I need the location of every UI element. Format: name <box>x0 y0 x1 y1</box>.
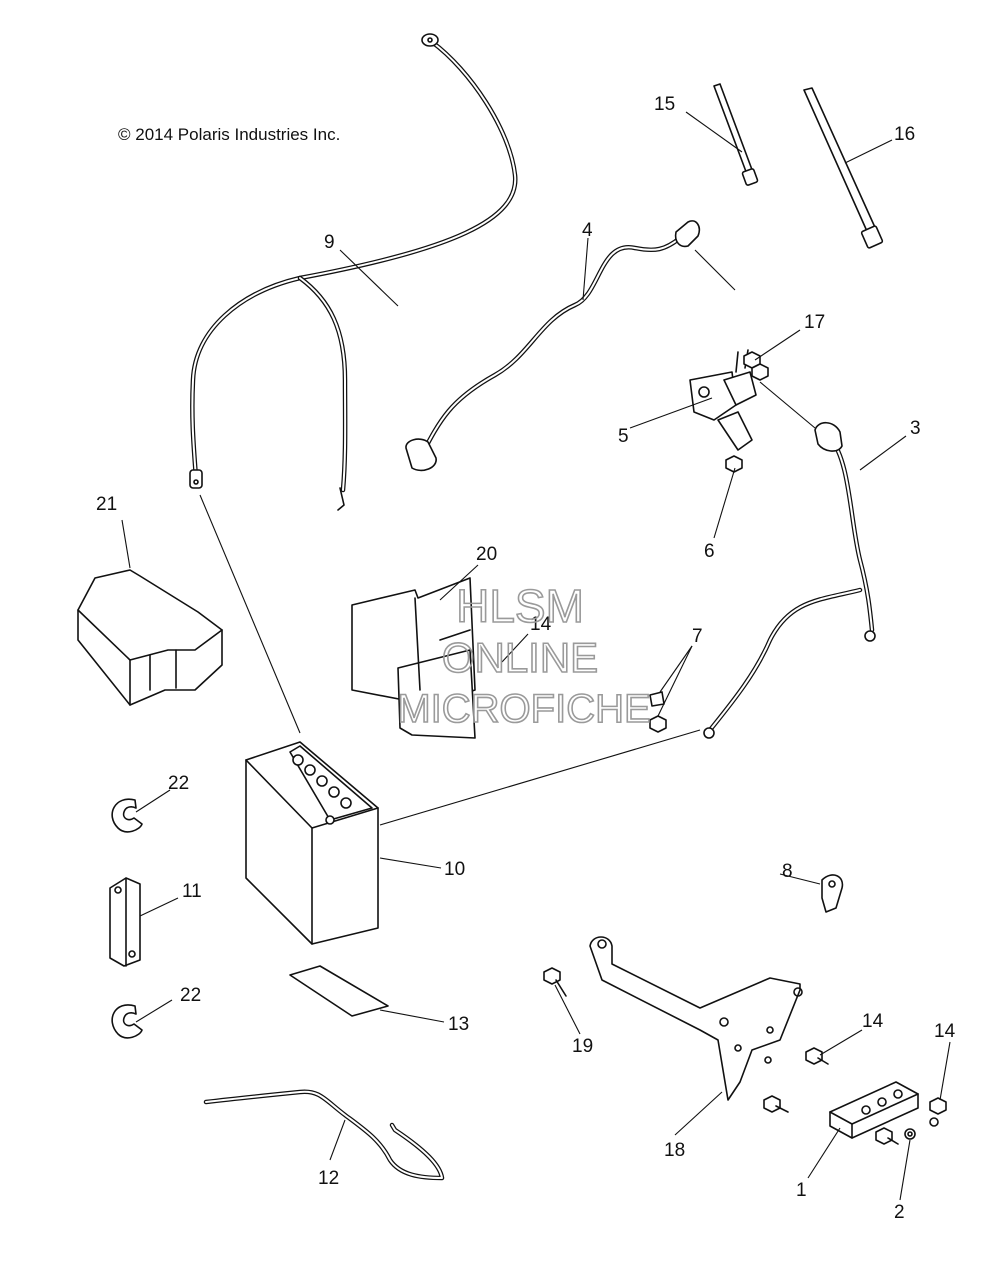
part-14-screw-c <box>929 1097 947 1127</box>
part-2-washer <box>904 1128 916 1140</box>
part-3-cable <box>703 421 876 739</box>
callout-14-mid: 14 <box>862 1011 884 1032</box>
part-20-shield <box>351 577 476 739</box>
part-14-screw-b <box>763 1095 789 1113</box>
copyright-text: © 2014 Polaris Industries Inc. <box>118 125 340 144</box>
callout-8: 8 <box>782 861 793 882</box>
callout-3: 3 <box>910 418 921 439</box>
part-22-clip-bottom <box>111 1004 143 1039</box>
part-19-bolt <box>543 967 567 997</box>
callout-22-bottom: 22 <box>180 985 201 1006</box>
watermark-line-2: ONLINE <box>442 634 598 681</box>
callout-7: 7 <box>692 626 703 647</box>
part-8-clamp <box>821 874 844 913</box>
callout-6: 6 <box>704 541 715 562</box>
part-11-strap <box>109 877 141 967</box>
part-14-screw-a <box>805 1047 829 1065</box>
callout-14-right: 14 <box>934 1021 956 1042</box>
part-12-rod <box>203 1089 445 1181</box>
callout-15: 15 <box>654 94 675 115</box>
callout-9: 9 <box>324 232 335 253</box>
part-16-cable-tie <box>803 87 884 249</box>
part-17-nuts <box>743 351 769 381</box>
part-5-solenoid <box>689 349 757 451</box>
part-9-battery-cable <box>189 33 518 511</box>
part-15-cable-tie <box>713 83 759 186</box>
callout-18: 18 <box>664 1140 685 1161</box>
watermark-line-3: MICROFICHE <box>397 687 650 731</box>
part-22-clip-top <box>111 798 143 833</box>
part-6-nut <box>725 455 743 473</box>
callout-20: 20 <box>476 544 497 565</box>
part-13-pad <box>289 965 389 1017</box>
part-18-bracket <box>589 936 803 1101</box>
part-7-fasteners <box>649 691 667 733</box>
part-10-battery <box>245 741 379 945</box>
callout-19: 19 <box>572 1036 593 1057</box>
callout-2: 2 <box>894 1202 905 1223</box>
callout-22-top: 22 <box>168 773 189 794</box>
callout-17: 17 <box>804 312 825 333</box>
part-4-cable <box>405 220 701 472</box>
callout-13: 13 <box>448 1014 469 1035</box>
callout-4: 4 <box>582 220 593 241</box>
callout-1: 1 <box>796 1180 807 1201</box>
callout-12: 12 <box>318 1168 339 1189</box>
callout-21: 21 <box>96 494 117 515</box>
leader-lines <box>121 111 951 1201</box>
callout-14-top: 14 <box>530 614 552 635</box>
watermark: HLSM ONLINE MICROFICHE <box>397 579 652 732</box>
callouts: 9 4 15 16 17 3 5 6 7 21 20 14 10 22 11 2… <box>96 94 956 1223</box>
watermark-line-1: HLSM <box>456 580 584 632</box>
callout-16: 16 <box>894 124 915 145</box>
callout-11: 11 <box>182 881 202 902</box>
part-21-cover <box>77 569 223 706</box>
callout-5: 5 <box>618 426 629 447</box>
part-1-terminal-block <box>829 1081 919 1139</box>
part-14-screw-d <box>875 1127 899 1145</box>
callout-10: 10 <box>444 859 465 880</box>
